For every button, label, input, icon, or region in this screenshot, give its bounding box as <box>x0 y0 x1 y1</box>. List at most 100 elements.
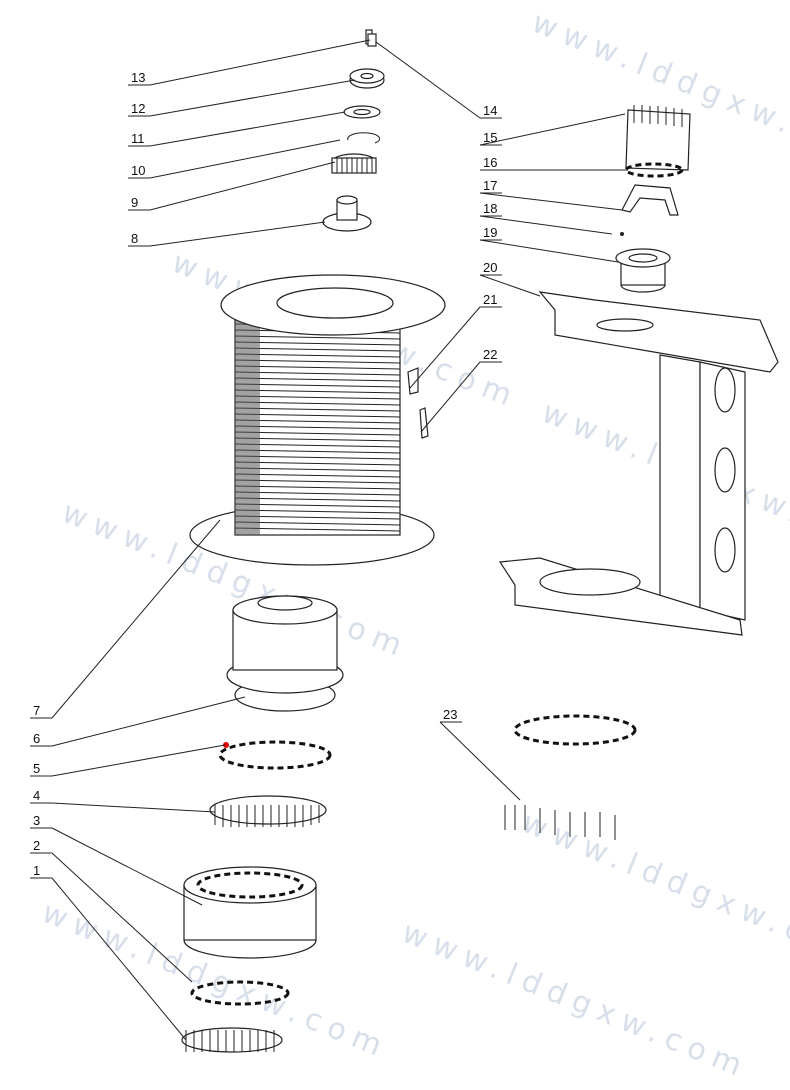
drum-groove <box>234 449 401 454</box>
leader-line-p18 <box>479 215 613 235</box>
part-10-retaining-ring <box>347 132 381 144</box>
drum-groove <box>234 395 401 400</box>
drum-groove <box>234 365 401 370</box>
part-label-21: 21 <box>483 292 497 307</box>
leader-line-p12 <box>149 79 356 117</box>
part-label-16: 16 <box>483 155 497 170</box>
leader-line-p23 <box>439 721 521 801</box>
drum-groove <box>234 461 401 466</box>
part-label-8: 8 <box>131 231 138 246</box>
part-18-pin <box>620 232 624 236</box>
drum-groove <box>234 473 401 478</box>
part-label-20: 20 <box>483 260 497 275</box>
drum-groove <box>234 455 401 460</box>
leader-line-p22 <box>420 361 481 433</box>
part-3-housing <box>183 866 317 959</box>
drum-groove <box>234 401 401 406</box>
leader-line-p11 <box>149 111 346 147</box>
part-label-22: 22 <box>483 347 497 362</box>
drum-groove <box>234 521 401 526</box>
part-5-ring <box>218 740 332 770</box>
drum-groove <box>234 443 401 448</box>
drum-groove <box>234 389 401 394</box>
drum-groove <box>234 377 401 382</box>
leader-line-p9 <box>149 161 336 211</box>
part-6-hub-assembly <box>226 595 344 712</box>
part-label-5: 5 <box>33 761 40 776</box>
part-20-frame <box>498 291 779 636</box>
part-label-15: 15 <box>483 130 497 145</box>
part-label-13: 13 <box>131 70 145 85</box>
part-7-cable-drum <box>189 274 446 566</box>
leader-line-p17 <box>479 192 623 211</box>
part-label-10: 10 <box>131 163 145 178</box>
leader-line-p20 <box>479 274 541 297</box>
part-8-flange-shaft <box>322 195 372 232</box>
part-label-23: 23 <box>443 707 457 722</box>
leader-line-p8 <box>149 221 326 247</box>
drum-groove <box>234 503 401 508</box>
leader-line-p2 <box>51 852 193 983</box>
part-22-key <box>419 407 429 439</box>
drum-groove <box>234 497 401 502</box>
drum-groove <box>234 419 401 424</box>
drum-groove <box>234 467 401 472</box>
drum-groove <box>234 347 401 352</box>
leader-line-p5 <box>51 744 226 777</box>
drum-groove <box>234 431 401 436</box>
drum-groove <box>234 527 401 532</box>
part-1-roller-cage <box>181 1027 283 1053</box>
drum-groove <box>234 437 401 442</box>
drum-groove <box>234 353 401 358</box>
watermark: www.lddgxw.com <box>517 805 790 976</box>
part-label-14: 14 <box>483 103 497 118</box>
drum-groove <box>234 479 401 484</box>
part-label-3: 3 <box>33 813 40 828</box>
leader-line-p21 <box>409 306 481 389</box>
part-17-bracket <box>621 184 679 216</box>
leader-line-p7 <box>51 519 221 719</box>
leader-line-p4 <box>51 802 216 813</box>
part-23-rollers-and-ring <box>504 714 637 840</box>
watermark: www.lddgxw.com <box>397 915 754 1086</box>
part-label-7: 7 <box>33 703 40 718</box>
part-label-19: 19 <box>483 225 497 240</box>
drum-groove <box>234 359 401 364</box>
drum-groove <box>234 383 401 388</box>
part-label-6: 6 <box>33 731 40 746</box>
drum-groove <box>234 335 401 340</box>
part-label-17: 17 <box>483 178 497 193</box>
part-label-11: 11 <box>131 131 145 146</box>
part-19-bushing <box>615 248 671 293</box>
drum-groove <box>234 515 401 520</box>
part-label-9: 9 <box>131 195 138 210</box>
part-9-needle-bearing <box>331 153 377 174</box>
part-16-ring <box>624 162 684 178</box>
drum-groove <box>234 491 401 496</box>
leader-line-p13 <box>149 39 371 86</box>
leader-line-p3 <box>51 827 203 906</box>
drum-groove <box>234 425 401 430</box>
part-11-washer <box>343 105 381 119</box>
leader-line-p14 <box>375 41 481 119</box>
drum-groove <box>234 371 401 376</box>
part-label-18: 18 <box>483 201 497 216</box>
part-label-2: 2 <box>33 838 40 853</box>
part-4-roller-cage <box>209 795 327 827</box>
part-12-nut <box>349 68 385 89</box>
drum-groove <box>234 407 401 412</box>
part-2-ring <box>190 980 290 1006</box>
drum-groove <box>234 341 401 346</box>
leader-line-p10 <box>149 139 341 179</box>
leader-line-p1 <box>51 877 187 1041</box>
drum-groove <box>234 509 401 514</box>
leader-line-p19 <box>479 239 619 263</box>
part-label-1: 1 <box>33 863 40 878</box>
part-label-4: 4 <box>33 788 40 803</box>
part-15-bearing-cage <box>625 105 691 171</box>
drum-groove <box>234 485 401 490</box>
leader-line-p6 <box>51 696 246 747</box>
